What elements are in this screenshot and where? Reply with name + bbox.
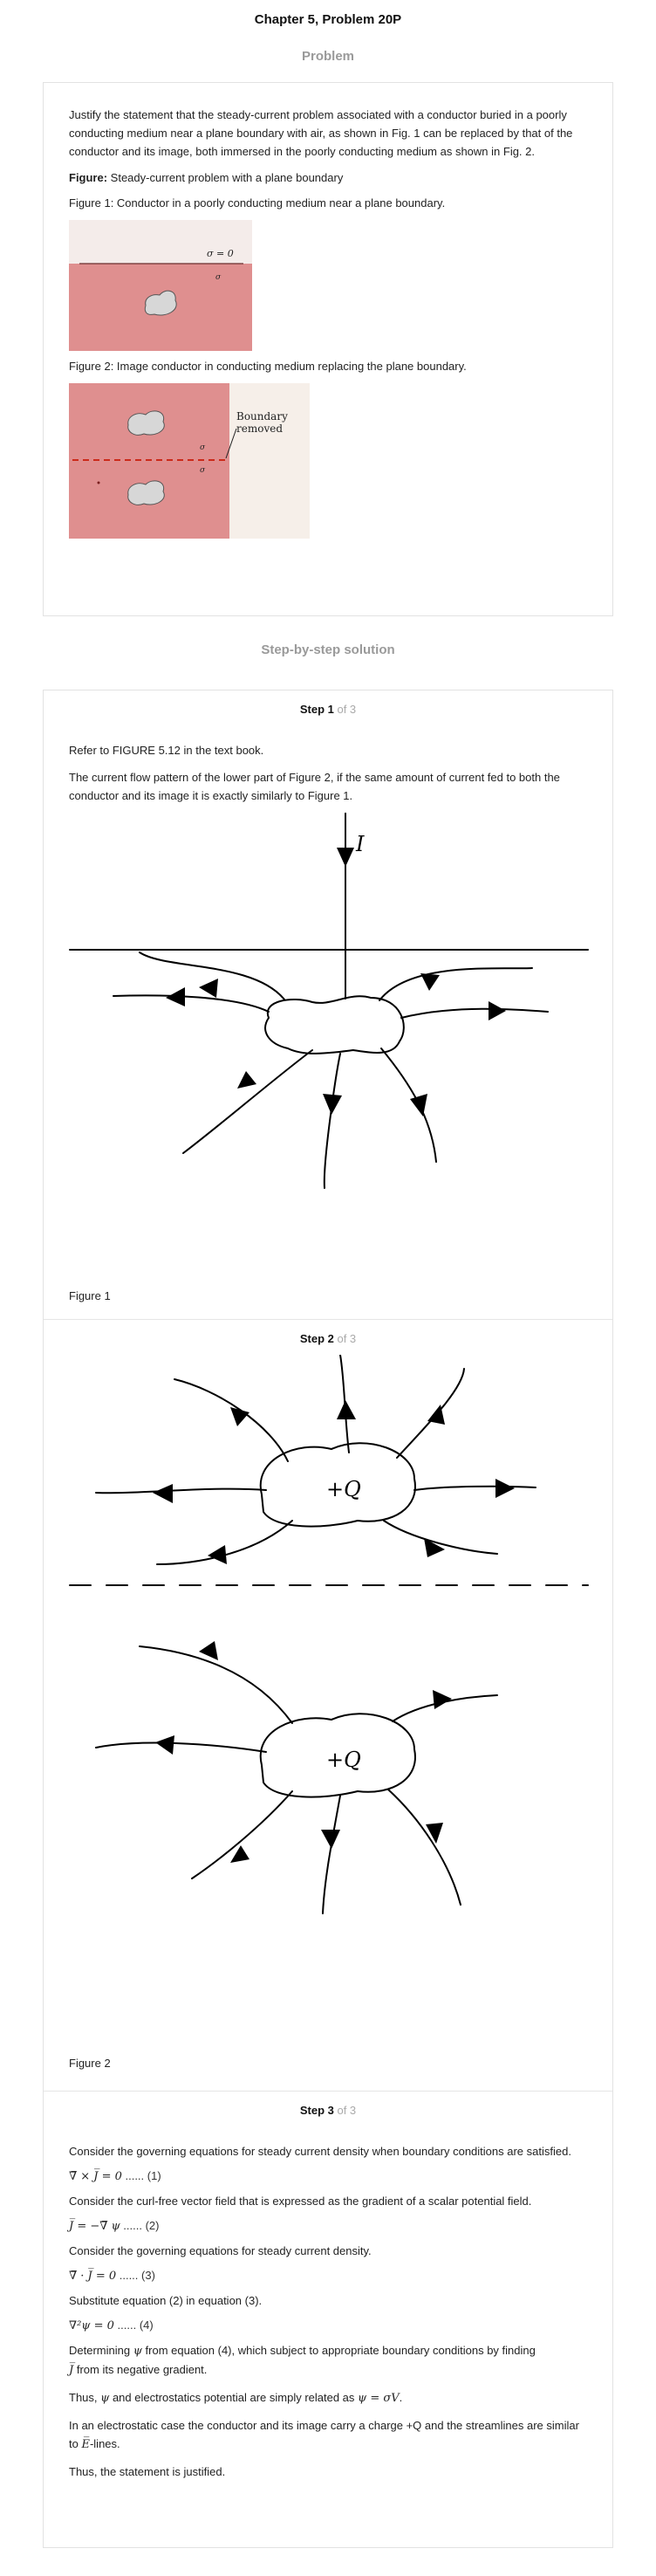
fig1-sigma: σ [215, 273, 222, 282]
step-2-header: Step 2 of 3 [299, 1332, 357, 1345]
step-3-p5: Determining ψ from equation (4), which s… [69, 2344, 536, 2377]
step-3-p2: Consider the curl-free vector field that… [69, 2195, 532, 2208]
step-2-figure-label: Figure 2 [69, 2057, 111, 2070]
problem-statement: Justify the statement that the steady-cu… [69, 108, 573, 158]
equation-4: ∇²ψ = 0 ...... (4) [69, 2318, 154, 2332]
fig2-sigma-top: σ [200, 443, 206, 452]
step-3-p4: Substitute equation (2) in equation (3). [69, 2294, 263, 2307]
equation-1: ∇̅ × J̅ = 0 ...... (1) [69, 2169, 161, 2183]
solution-card: Step 1 of 3 Refer to FIGURE 5.12 in the … [43, 690, 613, 2548]
fig2-boundary-label-2: removed [236, 422, 283, 435]
step-3-p1: Consider the governing equations for ste… [69, 2145, 571, 2158]
equation-2: J̅ = −∇̅ ψ ...... (2) [69, 2219, 160, 2233]
page-title: Chapter 5, Problem 20P [254, 12, 402, 27]
solution-heading: Step-by-step solution [261, 642, 395, 657]
step-3: Step 3 of 3 Consider the governing equat… [44, 2092, 612, 2547]
fig2-sigma-bottom: σ [200, 466, 206, 475]
figure-label: Figure: Steady-current problem with a pl… [69, 169, 587, 186]
step1-figure: I [69, 813, 589, 1189]
fig2-image: Boundary removed σ σ [69, 383, 310, 539]
step-1-header: Step 1 of 3 [299, 703, 357, 716]
equation-3: ∇̅ · J̅ = 0 ...... (3) [69, 2269, 155, 2283]
problem-card: Justify the statement that the steady-cu… [43, 82, 613, 616]
fig1-caption: Figure 1: Conductor in a poorly conducti… [69, 196, 446, 210]
step-1-p2: The current flow pattern of the lower pa… [69, 771, 560, 802]
step-3-p3: Consider the governing equations for ste… [69, 2244, 372, 2257]
step-2: Step 2 of 3 [44, 1320, 612, 2092]
figure-label-bold: Figure: [69, 171, 108, 184]
step2-figure: +Q +Q [69, 1355, 589, 1914]
fig1-sigma0: σ = 0 [207, 248, 234, 259]
step-1-p1: Refer to FIGURE 5.12 in the text book. [69, 744, 264, 757]
step-3-header: Step 3 of 3 [299, 2104, 357, 2117]
fig1-image: σ = 0 σ [69, 220, 252, 351]
figure-label-text: Steady-current problem with a plane boun… [107, 171, 344, 184]
step-3-p7: In an electrostatic case the conductor a… [69, 2419, 579, 2451]
bottom-charge-label: +Q [326, 1748, 361, 1772]
step-3-p8: Thus, the statement is justified. [69, 2465, 226, 2478]
fig2-caption: Figure 2: Image conductor in conducting … [69, 360, 467, 373]
step-1: Step 1 of 3 Refer to FIGURE 5.12 in the … [44, 690, 612, 1320]
fig2-boundary-label-1: Boundary [236, 410, 288, 422]
step-3-p6: Thus, ψ and electrostatics potential are… [69, 2391, 403, 2405]
top-charge-label: +Q [326, 1477, 361, 1501]
current-label: I [355, 832, 365, 856]
problem-heading: Problem [301, 49, 354, 64]
step-1-figure-label: Figure 1 [69, 1289, 111, 1302]
